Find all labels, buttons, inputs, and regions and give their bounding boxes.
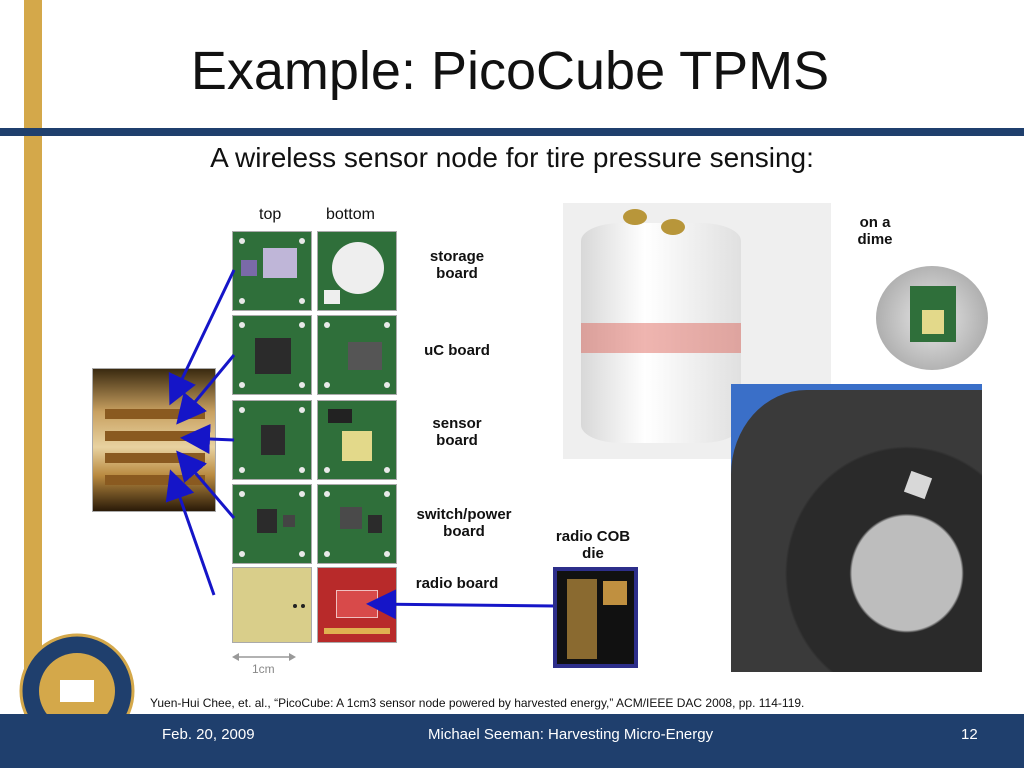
label-uc-board: uC board <box>424 342 490 359</box>
label-on-a-dime: on a dime <box>857 214 893 248</box>
dime-photo <box>876 266 988 370</box>
footer-page-number: 12 <box>961 726 978 743</box>
title-divider <box>0 128 1024 136</box>
switch-power-board-top-image <box>232 484 312 564</box>
left-accent-bar <box>24 0 42 768</box>
uc-board-bottom-image <box>317 315 397 395</box>
slide-title: Example: PicoCube TPMS <box>190 41 830 101</box>
label-sensor-board: sensor board <box>432 415 482 449</box>
label-storage-board: storage board <box>429 248 485 282</box>
column-label-top: top <box>259 206 282 223</box>
citation: Yuen-Hui Chee, et. al., “PicoCube: A 1cm… <box>150 696 805 710</box>
storage-board-bottom-image <box>317 231 397 311</box>
storage-board-top-image <box>232 231 312 311</box>
sensor-board-bottom-image <box>317 400 397 480</box>
scale-label: 1cm <box>252 662 275 676</box>
slide-subtitle: A wireless sensor node for tire pressure… <box>210 142 814 173</box>
label-radio-cob-die: radio COB die <box>555 528 631 562</box>
footer-author-title: Michael Seeman: Harvesting Micro-Energy <box>428 726 714 743</box>
footer-date: Feb. 20, 2009 <box>162 726 255 743</box>
radio-cob-die-image <box>553 567 638 668</box>
column-label-bottom: bottom <box>326 206 375 223</box>
label-radio-board: radio board <box>415 575 499 592</box>
footer-bar <box>0 714 1024 768</box>
connector-arrows <box>165 269 556 620</box>
label-switch-power-board: switch/power board <box>416 506 512 540</box>
radio-board-top-image <box>232 567 312 643</box>
switch-power-board-bottom-image <box>317 484 397 564</box>
tire-render <box>731 384 982 672</box>
scale-bar <box>232 653 296 661</box>
